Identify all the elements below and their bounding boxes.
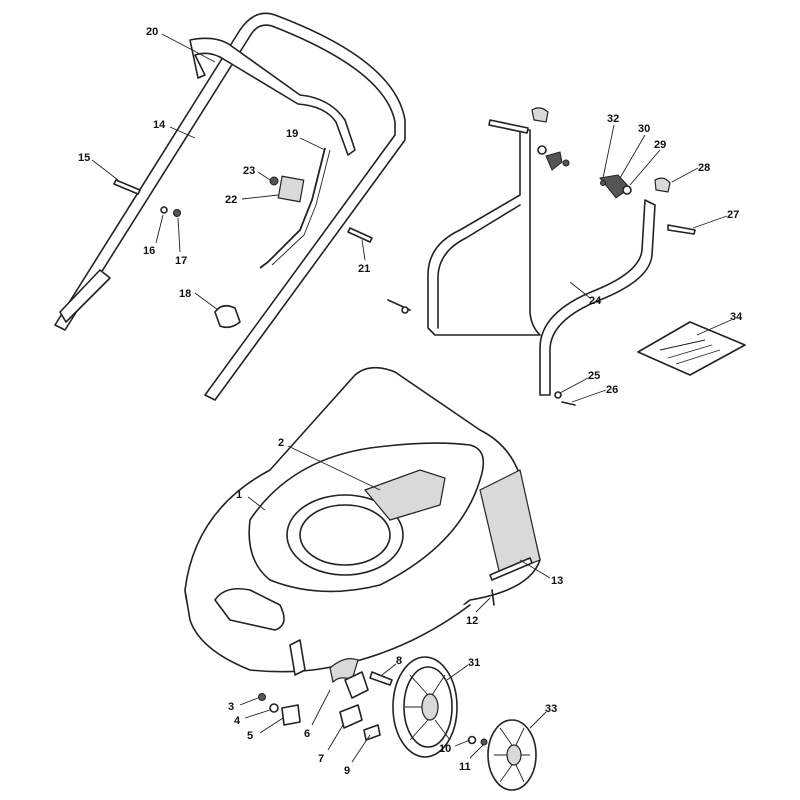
callout-25: 25 xyxy=(588,370,600,382)
callout-34: 34 xyxy=(730,311,743,323)
callout-17: 17 xyxy=(175,255,187,267)
nut-17 xyxy=(173,209,181,217)
callout-1: 1 xyxy=(236,489,242,501)
hardware-kit xyxy=(637,321,746,376)
leader-lines xyxy=(91,33,732,763)
callout-27: 27 xyxy=(727,209,739,221)
bracket-13 xyxy=(489,557,533,581)
bolt-21 xyxy=(347,227,373,243)
callout-26: 26 xyxy=(606,384,618,396)
callout-30: 30 xyxy=(638,123,650,135)
callout-33: 33 xyxy=(545,703,557,715)
callout-labels: 20 14 15 16 17 19 23 22 21 18 32 30 29 2… xyxy=(78,26,743,777)
lower-tube-right xyxy=(539,199,656,396)
washer-16 xyxy=(160,206,168,214)
callout-16: 16 xyxy=(143,245,155,257)
callout-14: 14 xyxy=(153,119,166,131)
hubcap xyxy=(487,719,537,791)
callout-22: 22 xyxy=(225,194,237,206)
callout-2: 2 xyxy=(278,437,284,449)
callout-9: 9 xyxy=(344,765,350,777)
callout-19: 19 xyxy=(286,128,298,140)
callout-24: 24 xyxy=(589,295,602,307)
cable-guide xyxy=(189,37,356,156)
callout-5: 5 xyxy=(247,730,253,742)
callout-18: 18 xyxy=(179,288,191,300)
nut-23 xyxy=(269,176,279,186)
callout-13: 13 xyxy=(551,575,563,587)
rear-wheel xyxy=(392,656,458,758)
callout-15: 15 xyxy=(78,152,90,164)
control-cable xyxy=(259,147,326,269)
callout-23: 23 xyxy=(243,165,255,177)
callout-3: 3 xyxy=(228,701,234,713)
callout-10: 10 xyxy=(439,743,451,755)
lower-tube-left xyxy=(427,129,541,336)
clip-22 xyxy=(277,175,305,203)
callout-8: 8 xyxy=(396,655,402,667)
plate-5 xyxy=(281,704,301,726)
callout-7: 7 xyxy=(318,753,324,765)
callout-21: 21 xyxy=(358,263,370,275)
mower-deck xyxy=(184,366,541,676)
callout-11: 11 xyxy=(459,761,471,773)
callout-12: 12 xyxy=(466,615,478,627)
callout-4: 4 xyxy=(234,715,241,727)
callout-32: 32 xyxy=(607,113,619,125)
callout-29: 29 xyxy=(654,139,666,151)
upper-handle xyxy=(54,12,406,401)
callout-20: 20 xyxy=(146,26,158,38)
clamp-18 xyxy=(214,304,241,329)
callout-6: 6 xyxy=(304,728,310,740)
bolt-15 xyxy=(113,179,141,195)
callout-31: 31 xyxy=(468,657,480,669)
callout-28: 28 xyxy=(698,162,710,174)
